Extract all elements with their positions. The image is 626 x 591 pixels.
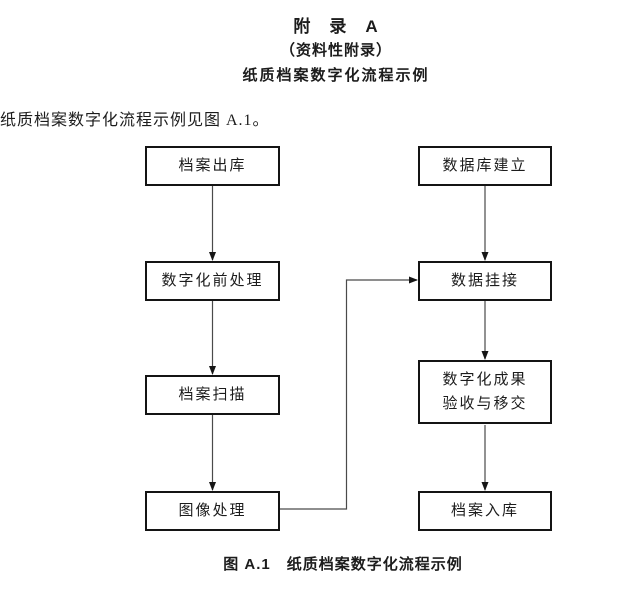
flow-box-database-creation: 数据库建立 (418, 146, 552, 186)
figure-caption: 图 A.1 纸质档案数字化流程示例 (223, 556, 463, 573)
flow-box-label: 图像处理 (178, 503, 247, 519)
flow-box-label: 档案出库 (178, 158, 247, 174)
appendix-subtitle: （资料性附录） (279, 42, 393, 59)
flow-box-label-line1: 数字化成果 (442, 372, 528, 388)
flow-box-label: 数据挂接 (450, 273, 519, 289)
body-paragraph: 纸质档案数字化流程示例见图 A.1。 (0, 112, 270, 129)
flow-box-label-line2: 验收与移交 (442, 396, 528, 412)
flow-box-archive-scanning: 档案扫描 (145, 375, 280, 415)
flow-box-acceptance-transfer: 数字化成果 验收与移交 (418, 360, 552, 424)
flow-box-label: 数据库建立 (442, 158, 528, 174)
flow-box-pre-processing: 数字化前处理 (145, 261, 280, 301)
flow-box-data-linking: 数据挂接 (418, 261, 552, 301)
arrow-imageprocess-to-datalink (280, 276, 418, 510)
flow-box-label: 数字化前处理 (161, 273, 264, 289)
flow-box-image-processing: 图像处理 (145, 491, 280, 531)
appendix-heading: 纸质档案数字化流程示例 (242, 67, 430, 84)
appendix-title: 附 录 A (293, 17, 379, 36)
flow-box-archive-storage: 档案入库 (418, 491, 552, 531)
flow-box-label: 档案扫描 (178, 387, 247, 403)
flow-box-label: 档案入库 (450, 503, 519, 519)
flow-box-archive-checkout: 档案出库 (145, 146, 280, 186)
